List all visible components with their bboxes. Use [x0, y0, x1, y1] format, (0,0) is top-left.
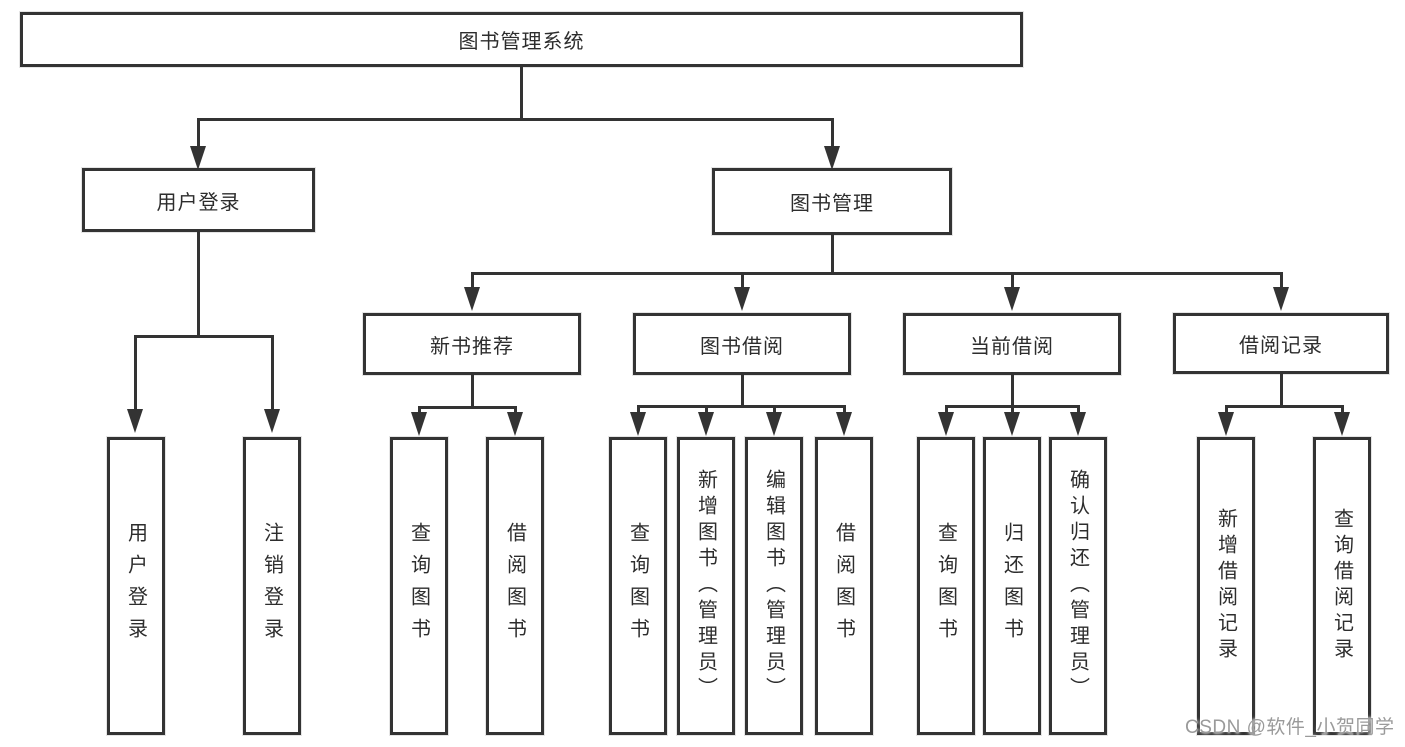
connector-line [1225, 405, 1228, 413]
connector-line [1280, 272, 1283, 287]
connector-line [945, 405, 948, 413]
arrow-down-icon [507, 412, 523, 436]
leaf-query-books-3: 查询图书 [917, 437, 975, 735]
node-root-label: 图书管理系统 [458, 31, 585, 53]
connector-line [271, 335, 274, 409]
connector-line [1011, 375, 1014, 405]
connector-line [471, 375, 474, 406]
connector-line [418, 406, 421, 413]
leaf-edit-books-admin: 编辑图书（管理员） [745, 437, 803, 735]
connector-line [418, 406, 517, 409]
node-user-login-label: 用户登录 [156, 191, 241, 214]
leaf-logout: 注销登录 [243, 437, 301, 735]
arrow-down-icon [1070, 412, 1086, 436]
leaf-borrow-books-1: 借阅图书 [486, 437, 544, 735]
node-user-login: 用户登录 [82, 168, 315, 232]
leaf-borrow-books-2: 借阅图书 [815, 437, 873, 735]
arrow-down-icon [127, 409, 143, 433]
node-current-borrow: 当前借阅 [903, 313, 1121, 375]
connector-line [843, 405, 846, 413]
arrow-down-icon [190, 146, 206, 170]
connector-line [741, 272, 744, 287]
connector-line [1341, 405, 1344, 413]
leaf-query-borrow-record: 查询借阅记录 [1313, 437, 1371, 735]
connector-line [1280, 374, 1283, 405]
leaf-query-books-2: 查询图书 [609, 437, 667, 735]
node-book-management: 图书管理 [712, 168, 952, 235]
csdn-watermark: CSDN @软件_小贺同学 [1185, 717, 1395, 738]
connector-line [831, 118, 834, 146]
connector-line [514, 406, 517, 413]
node-book-borrow: 图书借阅 [633, 313, 851, 375]
arrow-down-icon [1273, 287, 1289, 311]
connector-line [197, 118, 834, 121]
arrow-down-icon [411, 412, 427, 436]
leaf-add-books-admin: 新增图书（管理员） [677, 437, 735, 735]
arrow-down-icon [264, 409, 280, 433]
node-new-book-recommend-label: 新书推荐 [430, 335, 514, 358]
node-borrow-records-label: 借阅记录 [1239, 335, 1323, 357]
leaf-add-borrow-record: 新增借阅记录 [1197, 437, 1255, 735]
arrow-down-icon [836, 412, 852, 436]
connector-line [1011, 405, 1014, 413]
node-current-borrow-label: 当前借阅 [970, 335, 1054, 358]
arrow-down-icon [1218, 412, 1234, 436]
arrow-down-icon [734, 287, 750, 311]
connector-line [197, 232, 200, 335]
leaf-return-books: 归还图书 [983, 437, 1041, 735]
node-borrow-records: 借阅记录 [1173, 313, 1389, 374]
connector-line [705, 405, 708, 413]
arrow-down-icon [766, 412, 782, 436]
connector-line [831, 235, 834, 272]
arrow-down-icon [1004, 412, 1020, 436]
arrow-down-icon [1334, 412, 1350, 436]
arrow-down-icon [630, 412, 646, 436]
connector-line [134, 335, 274, 338]
arrow-down-icon [824, 146, 840, 170]
connector-line [741, 375, 744, 405]
arrow-down-icon [1004, 287, 1020, 311]
connector-line [637, 405, 640, 413]
connector-line [1225, 405, 1344, 408]
connector-line [1077, 405, 1080, 413]
arrow-down-icon [698, 412, 714, 436]
arrow-down-icon [464, 287, 480, 311]
node-new-book-recommend: 新书推荐 [363, 313, 581, 375]
connector-line [520, 67, 523, 118]
connector-line [773, 405, 776, 413]
node-root: 图书管理系统 [20, 12, 1023, 67]
leaf-confirm-return-admin: 确认归还（管理员） [1049, 437, 1107, 735]
connector-line [637, 405, 846, 408]
connector-line [471, 272, 1282, 275]
leaf-query-books-1: 查询图书 [390, 437, 448, 735]
arrow-down-icon [938, 412, 954, 436]
connector-line [197, 118, 200, 146]
leaf-user-login: 用户登录 [107, 437, 165, 735]
node-book-borrow-label: 图书借阅 [700, 335, 784, 358]
connector-line [1011, 272, 1014, 287]
connector-line [134, 335, 137, 409]
node-book-management-label: 图书管理 [790, 193, 874, 215]
connector-line [471, 272, 474, 287]
